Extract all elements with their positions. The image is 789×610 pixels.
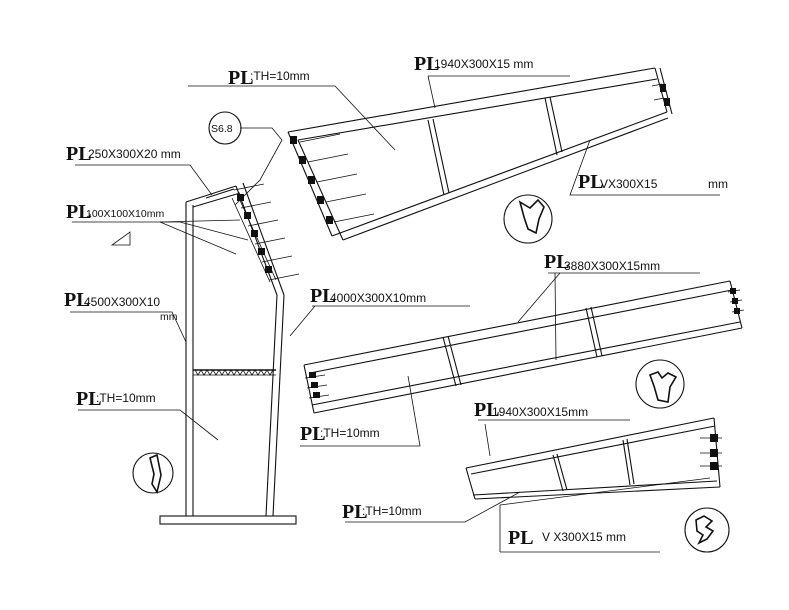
leader-lines: [70, 75, 720, 553]
pl-symbol-vx-low: PL: [508, 527, 534, 549]
pl-symbol-4000: PL: [310, 285, 336, 307]
label-4500-unit: mm: [160, 311, 178, 323]
pl-symbol-th-low: PL: [342, 501, 368, 523]
section-mark-col: [132, 452, 174, 495]
label-4500: 4500X300X10: [84, 295, 160, 309]
top-rafter: [287, 67, 673, 244]
label-vx-low: V X300X15 mm: [542, 530, 626, 544]
pl-symbol-1940-low: PL: [474, 399, 500, 421]
section-mark-top: [503, 194, 553, 244]
label-th-col: :TH=10mm: [96, 391, 156, 405]
label-th-top: :TH=10mm: [250, 69, 310, 83]
pl-symbol-th-top: PL: [228, 67, 254, 89]
label-th-mid: :TH=10mm: [320, 426, 380, 440]
label-100: 100X100X10mm: [86, 208, 164, 220]
section-mark-mid: [635, 359, 685, 409]
column-assembly: [132, 182, 300, 525]
labels: PL :TH=10mm PL 1940X300X15 mm PL VX300X1…: [64, 53, 728, 549]
section-mark-low: [684, 507, 730, 553]
label-250: 250X300X20 mm: [88, 147, 181, 161]
bolt-grade-text: S6.8: [211, 123, 233, 135]
bolt-grade-bubble: [208, 111, 242, 145]
middle-bolts: [304, 288, 745, 399]
label-th-low: :TH=10mm: [362, 504, 422, 518]
lower-bolts: [700, 434, 722, 470]
label-1940-low: 1940X300X15mm: [492, 405, 588, 419]
pl-symbol-th-col: PL: [76, 388, 102, 410]
column-base-plate: [159, 515, 297, 525]
pl-symbol-250: PL: [66, 143, 92, 165]
label-vx-top: VX300X15: [600, 177, 658, 191]
pl-symbol-3880: PL: [544, 251, 570, 273]
column-top-bolts: [231, 183, 300, 283]
label-vx-top-unit: mm: [708, 177, 728, 191]
pl-symbol-th-mid: PL: [300, 423, 326, 445]
label-4000: 4000X300X10mm: [330, 291, 426, 305]
label-3880: 3880X300X15mm: [564, 259, 660, 273]
label-1940-top: 1940X300X15 mm: [434, 57, 533, 71]
pl-symbol-1940-top: PL: [414, 53, 440, 75]
lower-rafter: [465, 417, 730, 553]
pl-symbol-vx-top: PL: [578, 171, 604, 193]
pl-symbol-4500: PL: [64, 289, 90, 311]
pl-symbol-100: PL: [66, 201, 92, 223]
middle-rafter: [303, 280, 745, 414]
rafter-end-bolts: [290, 83, 670, 224]
